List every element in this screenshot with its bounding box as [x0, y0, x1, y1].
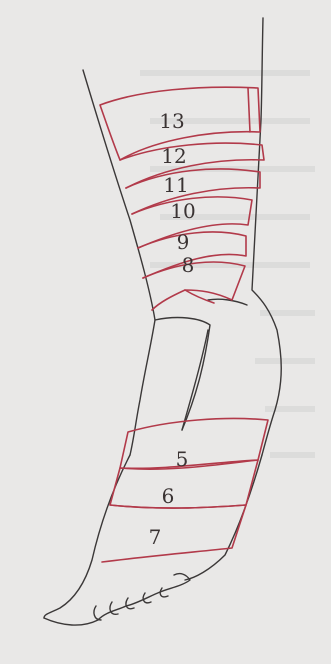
- band-label-10: 10: [170, 199, 195, 223]
- band-label-7: 7: [149, 525, 162, 549]
- band-label-11: 11: [163, 173, 188, 197]
- band-label-13: 13: [159, 109, 184, 133]
- band-label-5: 5: [176, 447, 189, 471]
- band-label-6: 6: [162, 484, 175, 508]
- band-label-9: 9: [177, 230, 190, 254]
- band-label-12: 12: [161, 144, 186, 168]
- band-label-8: 8: [182, 253, 195, 277]
